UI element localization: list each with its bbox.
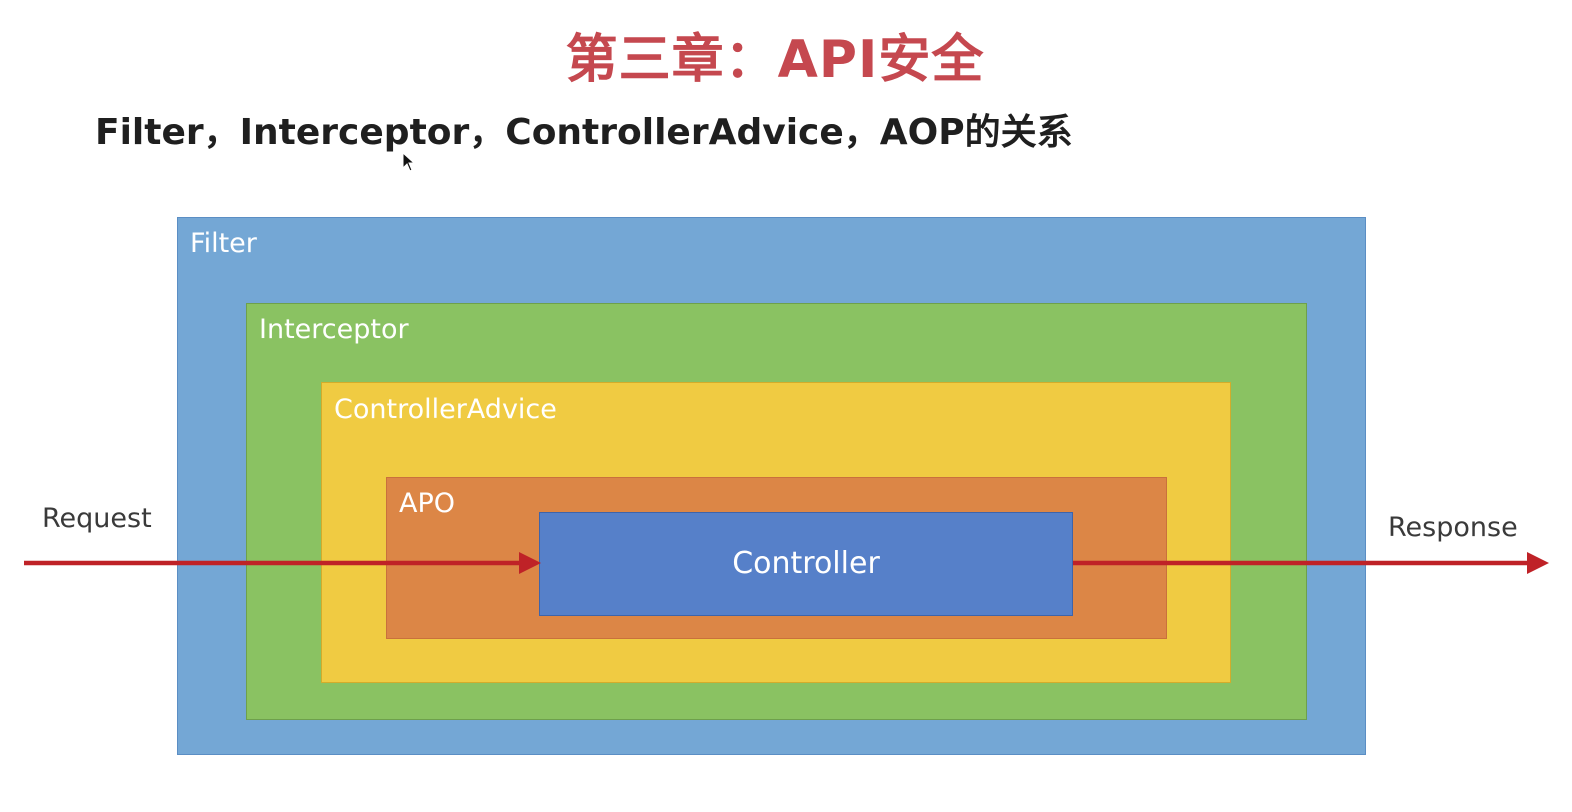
slide-title: 第三章：API安全 [565,30,985,90]
apo-layer-label: APO [399,488,456,519]
request-label: Request [42,503,152,534]
response-arrowhead [1527,552,1549,574]
mouse-cursor-icon [402,152,416,172]
controller-layer: Controller [539,512,1073,616]
interceptor-layer-label: Interceptor [259,314,409,345]
filter-layer-label: Filter [190,228,257,259]
controller-advice-layer-label: ControllerAdvice [334,394,557,425]
controller-layer-label: Controller [732,546,880,581]
response-label: Response [1388,512,1518,543]
slide-subtitle: Filter，Interceptor，ControllerAdvice，AOP的… [95,112,1073,153]
